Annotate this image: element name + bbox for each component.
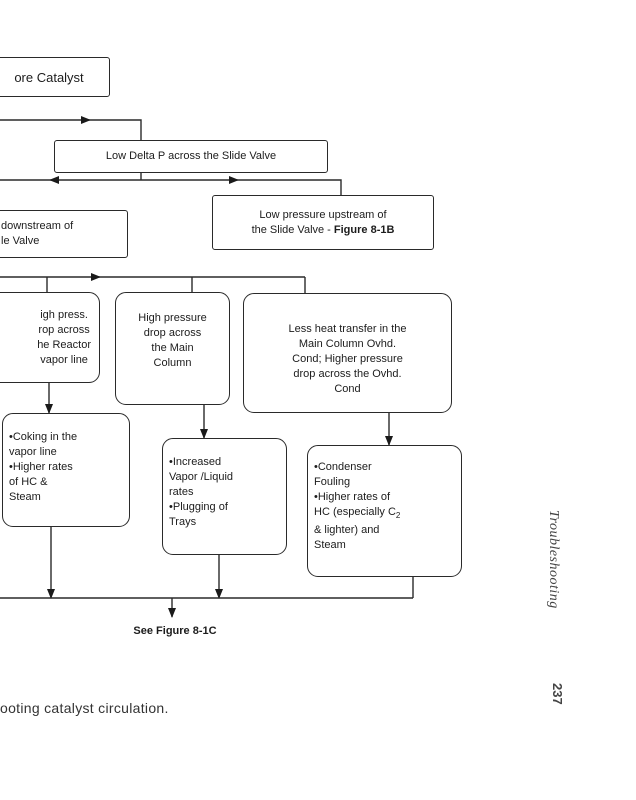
running-head-title: Troubleshooting [546,510,561,609]
box-reactor-vapor-line: igh press. rop across he Reactor vapor l… [0,292,100,383]
box-condenser-fouling-text: •Condenser Fouling •Higher rates of HC (… [314,460,400,553]
figure-caption: ooting catalyst circulation. [0,700,169,716]
figure-8-1b-reference: Figure 8-1B [333,223,395,236]
page-number: 237 [550,683,565,705]
box-reactor-vapor-line-text: igh press. rop across he Reactor vapor l… [37,308,91,366]
box-pressure-downstream: downstream of le Valve [0,210,128,258]
box-ovhd-condenser: Less heat transfer in the Main Column Ov… [243,293,452,413]
condenser-fouling-line-a: •Condenser Fouling •Higher rates of HC (… [314,461,396,518]
box-more-catalyst: ore Catalyst [0,57,110,97]
box-pressure-upstream: Low pressure upstream of the Slide Valve … [212,195,434,250]
box-main-column: High pressure drop across the Main Colum… [115,292,230,405]
box-low-delta-p-text: Low Delta P across the Slide Valve [105,150,277,162]
box-condenser-fouling: •Condenser Fouling •Higher rates of HC (… [307,445,462,577]
box-pressure-upstream-line2: the Slide Valve - [251,223,334,236]
box-main-column-text: High pressure drop across the Main Colum… [138,312,207,369]
subscript-2: 2 [395,511,401,521]
box-low-delta-p: Low Delta P across the Slide Valve [54,140,328,173]
box-pressure-upstream-line1: Low pressure upstream of [259,208,387,221]
see-figure-8-1c: See Figure 8-1C [133,625,217,637]
condenser-fouling-line-b: & lighter) and Steam [314,524,380,552]
connector-split-right-drop [238,179,342,195]
box-coking-text: •Coking in the vapor line •Higher rates … [9,431,78,503]
box-vapor-liquid-text: •Increased Vapor /Liquid rates •Plugging… [169,456,234,528]
connector-top-drop [90,119,142,140]
box-pressure-downstream-text: downstream of le Valve [1,220,74,247]
box-coking: •Coking in the vapor line •Higher rates … [2,413,130,527]
box-pressure-upstream-text: Low pressure upstream of the Slide Valve … [252,208,395,238]
box-vapor-liquid: •Increased Vapor /Liquid rates •Plugging… [162,438,287,555]
box-ovhd-condenser-text: Less heat transfer in the Main Column Ov… [288,322,407,395]
box-more-catalyst-text: ore Catalyst [14,69,84,85]
